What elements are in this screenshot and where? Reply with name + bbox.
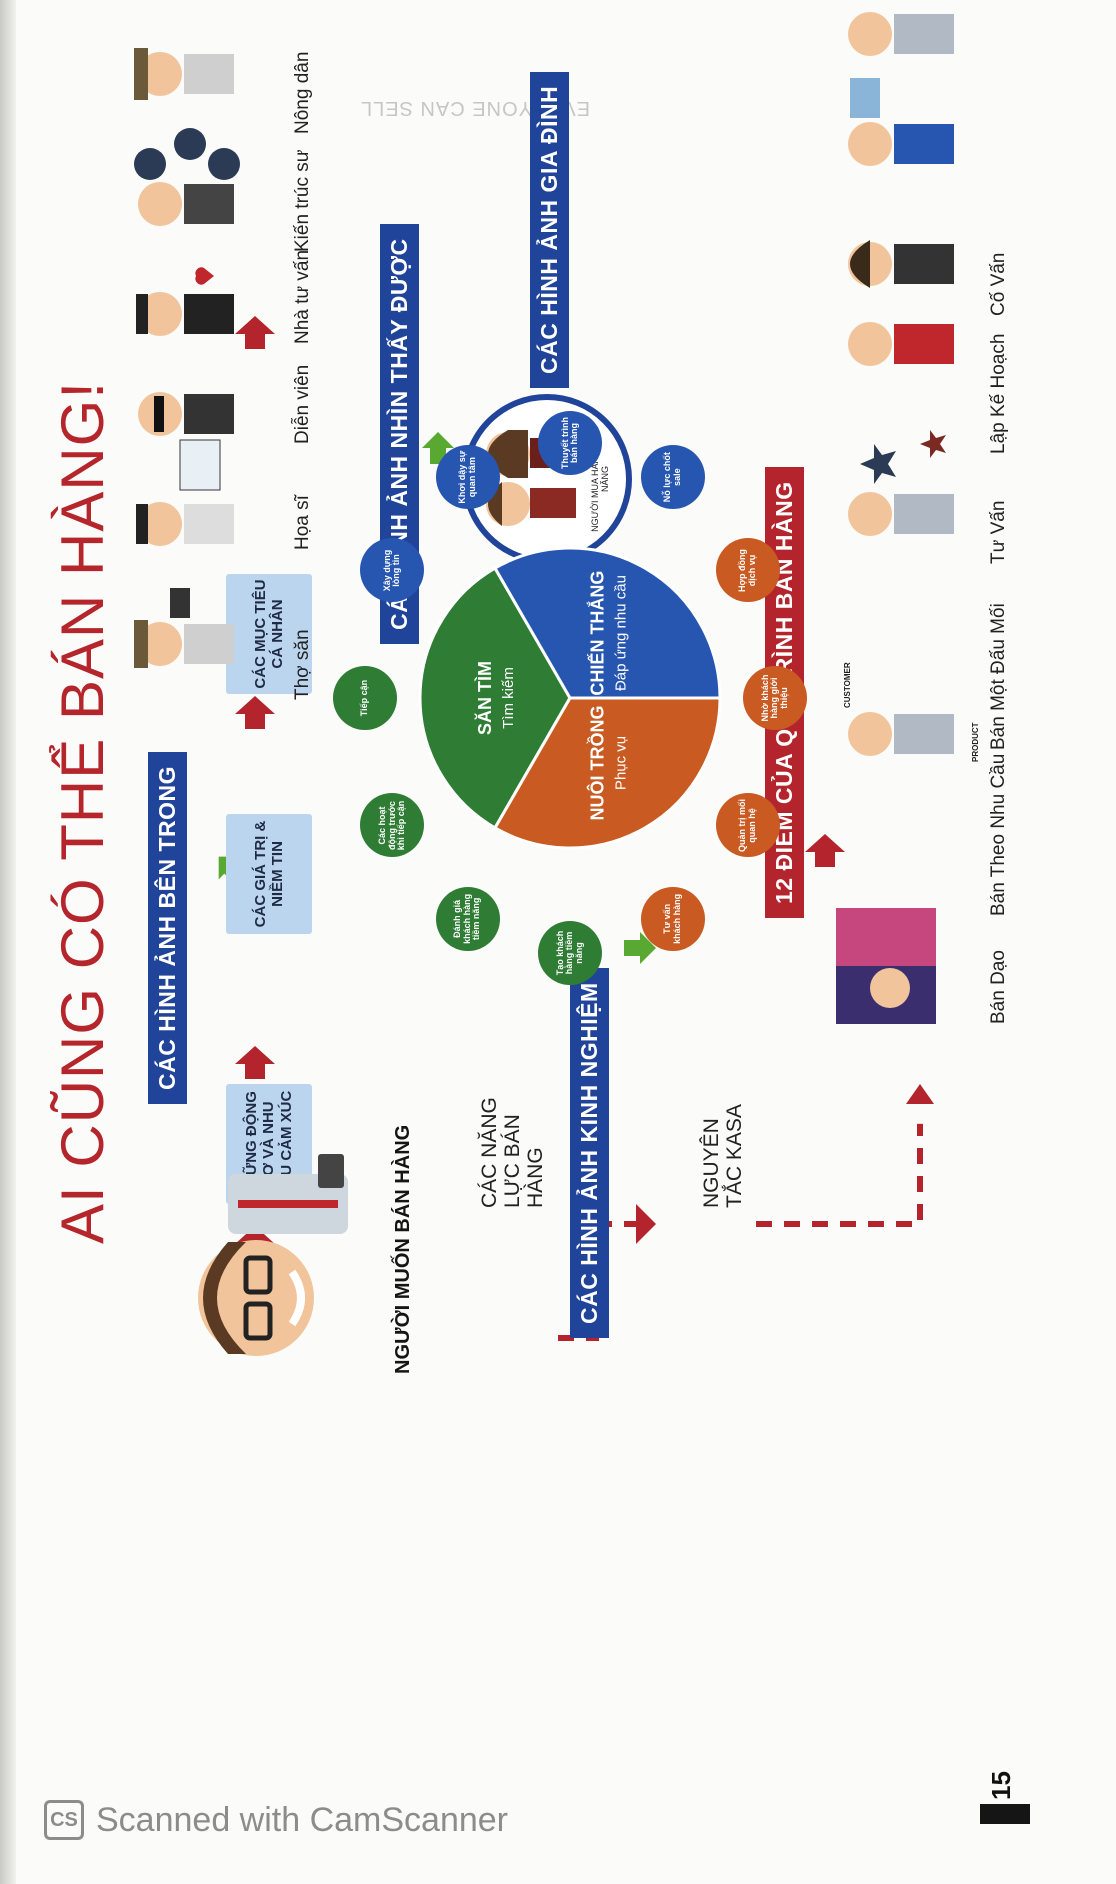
professions-figures [134, 48, 240, 668]
ability-arrowhead [636, 1204, 656, 1244]
arrow-twelve [805, 834, 845, 867]
dashed-kasa [756, 1124, 923, 1227]
process-point-9: Tư vấn khách hàng [640, 886, 705, 951]
wedge-sub-1: Đáp ứng nhu cầu [613, 575, 630, 691]
arrow-4 [235, 316, 275, 349]
seller-figure [188, 1154, 393, 1384]
sales-type-label-needs: Bán Theo Nhu Cầu [988, 753, 1009, 916]
seller-avatar-icon [198, 1154, 348, 1356]
page-number: 15 [986, 1771, 1016, 1800]
ribbon-experience: CÁC HÌNH ẢNH KINH NGHIỆM [570, 968, 609, 1338]
actor-icon [138, 392, 234, 436]
process-point-6: Hợp đồng dịch vụ [715, 538, 780, 603]
painter-icon [136, 439, 234, 546]
arrow-2 [235, 1046, 275, 1079]
mentor-icon [848, 12, 954, 56]
profession-label-architect: Kiến trúc sư [292, 149, 313, 252]
door-icon [836, 908, 936, 1024]
wedge-title-1: CHIẾN THẮNG [587, 571, 608, 696]
advice-icon [848, 240, 954, 366]
ribbon-inner: CÁC HÌNH ẢNH BÊN TRONG [148, 751, 187, 1104]
process-point-3: Khơi dậy sự quan tâm [435, 445, 500, 510]
arrow-3 [235, 696, 275, 729]
planner-icon [848, 78, 954, 166]
ribbon-family: CÁC HÌNH ẢNH GIA ĐÌNH [530, 71, 569, 388]
page-edge-shadow [0, 0, 16, 1884]
profession-label-actor: Diễn viên [292, 364, 313, 444]
sales-type-label-mentor: Cố Vấn [988, 252, 1009, 316]
sales-type-label-key-account: Bán Một Đấu Mối [988, 603, 1009, 750]
profession-label-painter: Họa sĩ [292, 495, 313, 550]
wedge-0 [418, 566, 572, 830]
process-point-5: Nỗ lực chốt sale [640, 445, 705, 510]
wedge-sub-2: Phục vụ [613, 736, 630, 790]
inner-box-values: CÁC GIÁ TRỊ & NIỀM TIN [226, 814, 312, 934]
wedges: SĂN TÌM Tìm kiếm CHIẾN THẮNG Đáp ứng nhu cầ… [418, 546, 722, 850]
wedge-sub-0: Tìm kiếm [500, 667, 517, 729]
profession-label-consultant: Nhà tư vấn [292, 249, 313, 344]
needs-seller-icon [848, 712, 954, 756]
wedge-title-2: NUÔI TRỒNG [587, 705, 608, 820]
wedge-title-0: SĂN TÌM [474, 661, 495, 735]
professions-row [120, 4, 320, 704]
farmer-icon [134, 48, 234, 100]
profession-label-farmer: Nông dân [292, 51, 313, 134]
seller-label: NGƯỜI MUỐN BÁN HÀNG [392, 1124, 414, 1374]
camscanner-text: Scanned with CamScanner [96, 1800, 509, 1839]
wedge-1 [492, 546, 722, 700]
process-point-4: Thuyết trình bán hàng [538, 411, 602, 475]
kasa-label: NGUYÊN TẮC KASA [700, 1104, 747, 1208]
product-tag: PRODUCT [971, 722, 980, 762]
camscanner-logo-icon: CS [44, 1800, 84, 1840]
sales-type-label-advice: Tư Vấn [988, 500, 1009, 564]
process-point-1: Tiếp cận [333, 666, 397, 730]
sales-types-figures: PRODUCT CUSTOMER [836, 12, 980, 1024]
customer-tag: CUSTOMER [843, 662, 852, 708]
wedge-2 [492, 696, 722, 850]
page-number-bar [980, 1804, 1030, 1824]
process-point-11: Đánh giá khách hàng tiềm năng [435, 886, 500, 951]
process-point-8: Quản trị mối quan hệ [715, 793, 780, 858]
process-point-10: Tạo khách hàng tiềm năng [538, 921, 602, 985]
key-account-icon [848, 430, 954, 536]
architect-icon [134, 128, 240, 226]
profession-label-hunter: Thợ săn [292, 629, 313, 700]
camscanner-watermark: CS Scanned with CamScanner [44, 1800, 508, 1840]
sales-type-label-planner: Lập Kế Hoạch [988, 333, 1009, 454]
sales-wheel: SĂN TÌM Tìm kiếm CHIẾN THẮNG Đáp ứng nhu cầ… [418, 546, 722, 850]
ability-label: CÁC NĂNG LỰC BÁN HÀNG [478, 1097, 548, 1208]
process-point-7: Nhờ khách hàng giới thiệu [743, 666, 807, 730]
consultant-icon [136, 267, 234, 336]
sales-type-label-peddler: Bán Dạo [988, 950, 1009, 1024]
hunter-icon [134, 588, 234, 668]
kasa-arrowhead [906, 1084, 934, 1104]
